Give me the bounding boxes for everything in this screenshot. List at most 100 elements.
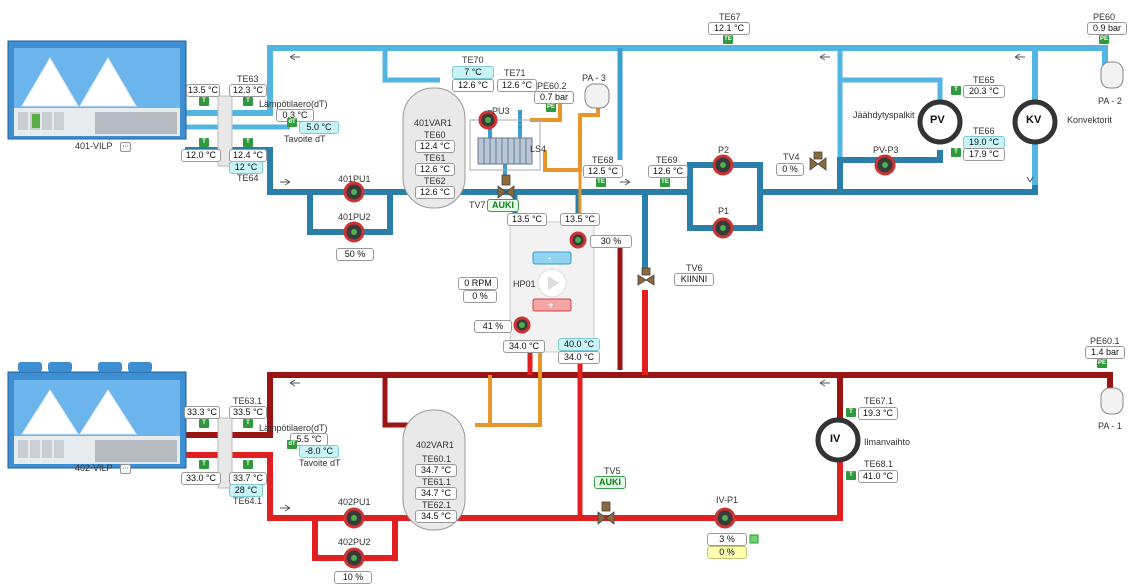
tv5-label: TV5 (604, 466, 621, 476)
te601-value: 34.7 °C (415, 464, 457, 477)
pump-p2-label: P2 (718, 145, 730, 155)
temp-sensor-icon: TE (723, 35, 733, 44)
te70-setpoint[interactable]: 7 °C (452, 66, 494, 79)
te631-label: TE63.1 (233, 396, 263, 406)
hp-cold-valve-pct[interactable]: 30 % (590, 235, 632, 248)
top-dt-setpoint[interactable]: 12 °C (229, 161, 263, 174)
unit-401-label: 401-VILP (75, 141, 113, 151)
top-dt-target-value[interactable]: 5.0 °C (299, 121, 339, 134)
pressure-sensor-icon: PE (1099, 35, 1109, 44)
temp-sensor-icon: T (243, 460, 253, 469)
hp-pct: 0 % (463, 290, 497, 303)
pump-402pu2-label: 402PU2 (338, 537, 371, 547)
pa2-label: PA - 2 (1098, 96, 1122, 106)
tv5-state[interactable]: AUKI (594, 476, 626, 489)
pa1-label: PA - 1 (1098, 421, 1122, 431)
unit-402-info-button[interactable]: ⋯ (120, 464, 131, 474)
te681-label: TE68.1 (864, 459, 894, 469)
pe602-label: PE60.2 (537, 81, 567, 91)
temp-sensor-icon: T (846, 471, 856, 480)
hp-hot-setpoint[interactable]: 40.0 °C (558, 338, 600, 351)
top-dt-label: Lämpötilaero(dT) (259, 99, 328, 109)
te71-value: 12.6 °C (497, 79, 537, 92)
te621-value: 34.5 °C (415, 510, 457, 523)
te611-value: 34.7 °C (415, 487, 457, 500)
pump-ivp1-label: IV-P1 (716, 495, 739, 505)
pump-401pu2-label: 401PU2 (338, 212, 371, 222)
te61-value: 12.6 °C (415, 163, 455, 176)
te64-label: TE64 (237, 173, 259, 183)
pressure-sensor-icon: PE (1097, 359, 1107, 368)
hp-play-icon[interactable] (536, 272, 568, 296)
te66-value: 17.9 °C (963, 148, 1005, 161)
hp-hot-valve-pct[interactable]: 41 % (474, 320, 512, 333)
unit-402-label: 402-VILP (75, 463, 113, 473)
te67-label: TE67 (719, 12, 741, 22)
temp-sensor-icon: TE (660, 178, 670, 187)
te67-value: 12.1 °C (708, 22, 750, 35)
iv-description: Ilmanvaihto (864, 437, 911, 447)
te63-left-value: 13.5 °C (186, 84, 220, 97)
te70-label: TE70 (462, 55, 484, 65)
temp-sensor-icon: T (846, 408, 856, 417)
temp-sensor-icon: TE (596, 178, 606, 187)
pump-ivp1-output: 0 % (707, 546, 747, 559)
pump-pvp3-label: PV-P3 (873, 145, 899, 155)
temp-sensor-icon: T (951, 148, 961, 157)
tank-402var1-label: 402VAR1 (416, 440, 454, 450)
pump-p1-label: P1 (718, 206, 730, 216)
te641-right-value: 33.7 °C (229, 472, 267, 485)
tv6-state[interactable]: KIINNI (674, 273, 714, 286)
te65-label: TE65 (973, 75, 995, 85)
temp-sensor-icon: T (199, 97, 209, 106)
unit-401-info-button[interactable]: ⋯ (120, 142, 131, 152)
bottom-dt-target-value[interactable]: -8.0 °C (299, 445, 339, 458)
pe60-label: PE60 (1093, 12, 1116, 22)
te66-label: TE66 (973, 126, 995, 136)
pump-ivp1-speed[interactable]: 3 % (707, 533, 747, 546)
tank-401var1-label: 401VAR1 (414, 118, 452, 128)
hp-hot-in-temp: 34.0 °C (558, 351, 600, 364)
tv4-label: TV4 (783, 152, 800, 162)
tv4-position[interactable]: 0 % (776, 163, 804, 176)
te621-label: TE62.1 (422, 500, 452, 510)
te62-label: TE62 (424, 176, 446, 186)
te631-left-value: 33.3 °C (184, 406, 220, 419)
te60-label: TE60 (424, 130, 446, 140)
bottom-dt-setpoint[interactable]: 28 °C (229, 484, 263, 497)
te69-value: 12.6 °C (648, 165, 688, 178)
te63-label: TE63 (237, 74, 259, 84)
te601-label: TE60.1 (422, 454, 452, 464)
temp-sensor-icon: T (199, 138, 209, 147)
te60-value: 12.4 °C (415, 140, 455, 153)
temp-sensor-icon: T (951, 86, 961, 95)
hp-cold-in-temp: 13.5 °C (507, 213, 547, 226)
pv-label: PV (930, 114, 945, 126)
ls4-label: LS4 (530, 144, 547, 154)
bottom-dt-label: Lämpötilaero(dT) (259, 423, 328, 433)
te70-value: 12.6 °C (452, 79, 494, 92)
temp-sensor-icon: T (199, 419, 209, 428)
pump-401pu2-speed[interactable]: 50 % (336, 248, 374, 261)
hp-cold-side-minus: - (548, 253, 551, 263)
tv7-state[interactable]: AUKI (487, 199, 519, 212)
te681-value: 41.0 °C (858, 470, 898, 483)
pressure-sensor-icon: PE (546, 103, 556, 112)
dt-sensor-icon: dT (287, 118, 297, 127)
tv7-label: TV7 (469, 200, 486, 210)
top-dt-target-label: Tavoite dT (284, 134, 326, 144)
pu3-label: PU3 (492, 106, 510, 116)
hp-rpm: 0 RPM (458, 277, 498, 290)
temp-sensor-icon: T (243, 138, 253, 147)
te68-label: TE68 (592, 155, 614, 165)
pump-402pu2-speed[interactable]: 10 % (334, 571, 372, 584)
pe60-value: 0.9 bar (1087, 22, 1127, 35)
temp-sensor-icon: T (243, 97, 253, 106)
pv-description: Jäähdytyspalkit (853, 110, 915, 120)
kv-label: KV (1026, 114, 1042, 126)
te71-label: TE71 (504, 68, 526, 78)
te671-value: 19.3 °C (858, 407, 898, 420)
hp-hot-out-temp: 34.0 °C (503, 340, 545, 353)
te641-label: TE64.1 (233, 496, 263, 506)
